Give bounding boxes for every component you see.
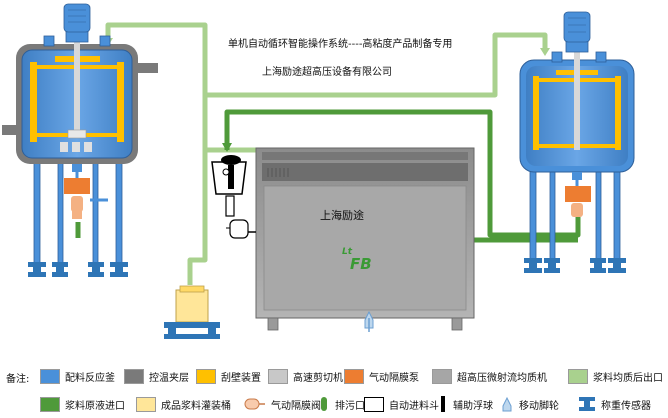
legend-item-inlet: 浆料原液进口 (40, 396, 125, 412)
legend-label: 高速剪切机 (293, 372, 343, 384)
left-reactor (2, 3, 158, 277)
logo-small-text: Lt (342, 247, 353, 257)
legend-label: 气动隔膜阀 (271, 400, 321, 412)
legend-label: 移动脚轮 (519, 400, 559, 412)
machine-brand-label: 上海励途 (320, 209, 364, 222)
legend-item-jacket: 控温夹层 (124, 368, 189, 384)
caster-icon (502, 396, 512, 412)
hopper-swatch-icon (364, 396, 384, 412)
right-diaphragm-pump (565, 186, 591, 202)
float-ball-icon (441, 396, 445, 412)
scraper-swatch-icon (196, 368, 216, 384)
legend-item-valve: 气动隔膜阀 (244, 396, 321, 412)
legend-item-bucket: 成品浆料灌装桶 (136, 396, 231, 412)
legend: 备注: 配料反应釜 控温夹层 刮壁装置 高速剪切机 气动隔膜泵 超高压微射流均质… (0, 360, 668, 418)
legend-item-hopper: 自动进料斗 (364, 396, 439, 412)
legend-label: 配料反应釜 (65, 372, 115, 384)
legend-item-scraper: 刮壁装置 (196, 368, 261, 384)
outlet-arrow-right (540, 48, 550, 56)
right-reactor (519, 11, 635, 273)
legend-item-homogenizer: 超高压微射流均质机 (432, 368, 547, 384)
legend-item-reactor: 配料反应釜 (40, 368, 115, 384)
legend-label: 排污口 (335, 400, 365, 412)
outlet-swatch-icon (568, 368, 588, 384)
legend-item-drain: 排污口 (318, 396, 365, 412)
drain-port (364, 310, 374, 332)
valve-icon (244, 398, 265, 410)
left-diaphragm-pump (64, 178, 90, 194)
legend-label: 浆料均质后出口 (593, 372, 663, 384)
inlet-arrow (222, 143, 232, 152)
legend-item-shear: 高速剪切机 (268, 368, 343, 384)
product-bucket (164, 285, 220, 339)
drain-icon (321, 397, 327, 411)
legend-label: 浆料原液进口 (65, 400, 125, 412)
diagram-canvas (2, 3, 635, 339)
legend-label: 成品浆料灌装桶 (161, 400, 231, 412)
reactor-swatch-icon (40, 368, 60, 384)
legend-label: 称重传感器 (601, 400, 651, 412)
homogenizer-machine (255, 147, 475, 332)
legend-item-float-ball: 辅助浮球 (438, 396, 493, 412)
legend-item-load-cell: 称重传感器 (578, 396, 651, 412)
bucket-swatch-icon (136, 396, 156, 412)
legend-label: 超高压微射流均质机 (457, 372, 547, 384)
shear-swatch-icon (268, 368, 288, 384)
logo-large-text: FB (350, 255, 372, 273)
diagram-title: 单机自动循环智能操作系统----高粘度产品制备专用 (228, 39, 453, 50)
legend-heading: 备注: (6, 374, 30, 385)
legend-item-pump: 气动隔膜泵 (344, 368, 419, 384)
legend-label: 自动进料斗 (389, 400, 439, 412)
inlet-swatch-icon (40, 396, 60, 412)
brand-logo: Lt FB (340, 247, 384, 277)
homogenizer-swatch-icon (432, 368, 452, 384)
pump-swatch-icon (344, 368, 364, 384)
legend-label: 控温夹层 (149, 372, 189, 384)
auto-feed-hopper (211, 155, 256, 239)
legend-label: 辅助浮球 (453, 400, 493, 412)
inlet-pipe (75, 109, 581, 243)
jacket-swatch-icon (124, 368, 144, 384)
legend-label: 刮壁装置 (221, 372, 261, 384)
load-cell-icon (579, 397, 595, 411)
legend-item-caster: 移动脚轮 (500, 396, 559, 412)
legend-item-outlet: 浆料均质后出口 (568, 368, 663, 384)
company-name: 上海励途超高压设备有限公司 (262, 67, 392, 78)
legend-label: 气动隔膜泵 (369, 372, 419, 384)
